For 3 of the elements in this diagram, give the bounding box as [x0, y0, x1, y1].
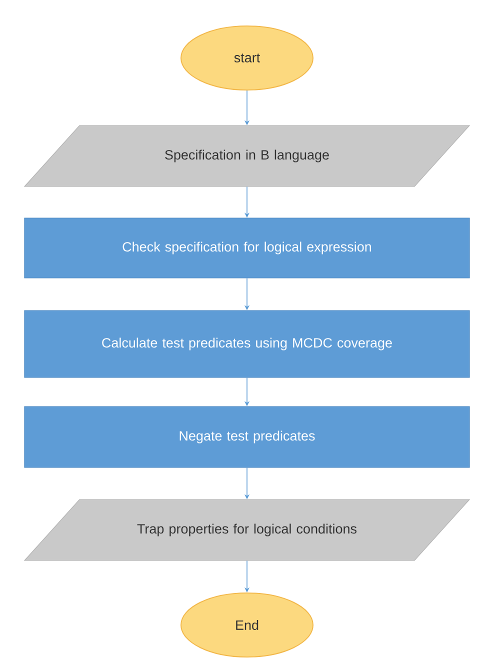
process-box: Check specification for logical expression: [24, 218, 470, 278]
process-box: Calculate test predicates using MCDC coverage: [24, 310, 470, 378]
process-box: Negate test predicates: [24, 406, 470, 468]
